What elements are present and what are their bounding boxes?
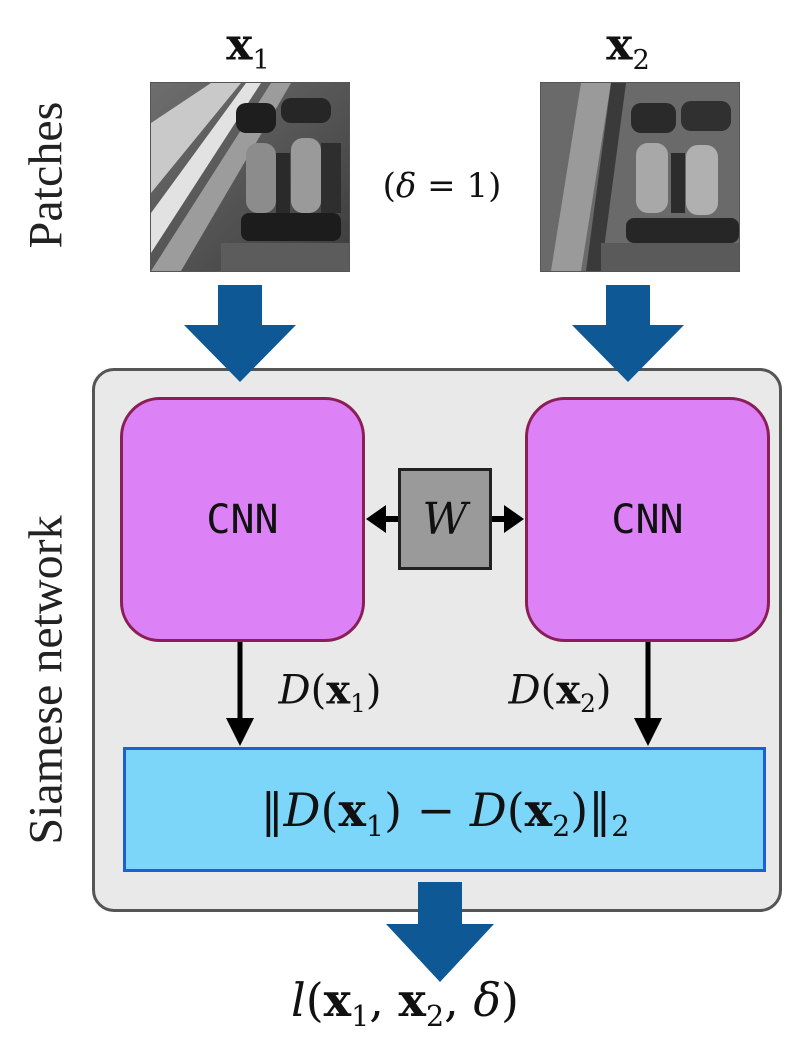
- distance-formula: ‖D(x1) − D(x2)‖2: [260, 783, 630, 843]
- loss-fn: l: [290, 973, 306, 1027]
- patch2-image: [540, 82, 740, 272]
- loss-var-b: x: [398, 973, 426, 1027]
- distance-var-b: x: [524, 783, 553, 837]
- loss-var-a: x: [323, 973, 352, 1027]
- descriptor-right-sub: 2: [580, 689, 596, 719]
- patch2-image-icon: [541, 83, 739, 271]
- patch2-sub: 2: [632, 45, 650, 77]
- patch2-title: x2: [606, 19, 650, 75]
- loss-sub-a: 1: [351, 999, 370, 1033]
- descriptor-right-fn: D: [508, 667, 541, 714]
- cnn-right-box: CNN: [525, 397, 770, 642]
- patch1-image: [150, 82, 350, 272]
- delta-value: = 1: [427, 166, 489, 206]
- arrow-cnn-right-head-icon: [634, 718, 662, 746]
- arrow-cnn-left-head-icon: [226, 718, 254, 746]
- loss-delta: δ: [473, 973, 502, 1027]
- distance-minus: −: [416, 783, 456, 837]
- patch1-var: x: [226, 19, 253, 71]
- patch2-var: x: [606, 19, 633, 71]
- loss-sub-b: 2: [425, 999, 445, 1033]
- distance-fn-a: D: [283, 783, 321, 837]
- distance-fn-b: D: [469, 783, 507, 837]
- descriptor-left-label: D(x1): [278, 666, 382, 719]
- shared-weights-label: W: [422, 493, 468, 545]
- patch1-sub: 1: [252, 45, 270, 77]
- cnn-right-label: CNN: [611, 496, 684, 543]
- distance-var-a: x: [338, 783, 366, 837]
- delta-label: (δ = 1): [382, 166, 502, 206]
- cnn-left-label: CNN: [206, 496, 279, 543]
- distance-box: [123, 747, 766, 872]
- patch1-title: x1: [226, 19, 270, 75]
- weight-link-right-head-icon: [504, 505, 524, 533]
- arrow-patch2-to-cnn-icon: [572, 285, 684, 382]
- distance-norm-sub: 2: [611, 809, 630, 843]
- delta-symbol: δ: [395, 166, 417, 206]
- shared-weights-box: W: [398, 468, 492, 570]
- loss-label: l(x1, x2, δ): [290, 973, 520, 1033]
- descriptor-left-sub: 1: [350, 689, 366, 719]
- descriptor-left-fn: D: [278, 667, 311, 714]
- distance-sub-a: 1: [365, 809, 385, 843]
- descriptor-right-label: D(x2): [508, 666, 612, 719]
- cnn-left-box: CNN: [120, 397, 365, 642]
- arrow-patch1-to-cnn-icon: [184, 285, 296, 382]
- weight-link-left-head-icon: [366, 505, 386, 533]
- patch1-image-icon: [151, 83, 349, 271]
- descriptor-right-var: x: [556, 666, 581, 714]
- arrow-distance-to-loss-icon: [386, 882, 494, 982]
- distance-sub-b: 2: [552, 809, 571, 843]
- descriptor-left-var: x: [326, 666, 351, 714]
